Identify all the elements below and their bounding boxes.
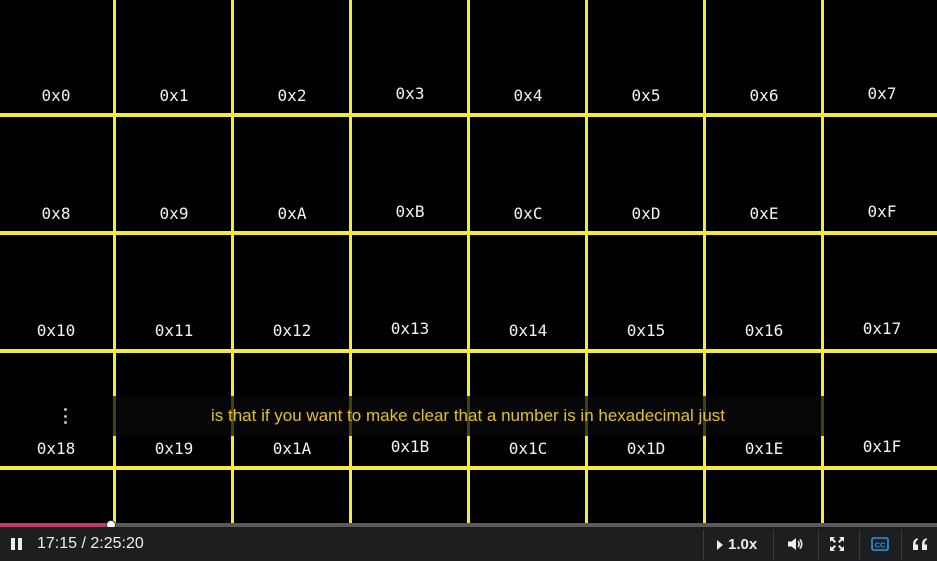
grid-line-vertical	[467, 0, 470, 523]
divider	[901, 530, 902, 560]
hex-cell-label: 0x5	[631, 86, 661, 105]
playback-speed-button[interactable]: 1.0x	[717, 536, 757, 553]
grid-line-vertical	[585, 0, 588, 523]
fullscreen-icon[interactable]	[828, 535, 846, 553]
volume-icon[interactable]	[786, 535, 804, 553]
progress-fill	[0, 523, 111, 527]
hex-cell-label: 0xA	[277, 204, 307, 223]
hex-cell-label: 0x1B	[390, 437, 430, 456]
hex-cell-label: 0x1	[159, 86, 189, 105]
hex-cell-label: 0x18	[36, 439, 76, 458]
caption-background	[112, 396, 824, 436]
pause-icon[interactable]	[11, 538, 23, 550]
hex-cell-label: 0x3	[395, 84, 425, 103]
svg-text:CC: CC	[875, 540, 886, 549]
hex-cell-label: 0x17	[862, 319, 902, 338]
hex-cell-label: 0x13	[390, 319, 430, 338]
player-controls: 17:15 / 2:25:20 1.0x CC	[0, 527, 937, 561]
hex-cell-label: 0xF	[867, 202, 897, 221]
hex-cell-label: 0x12	[272, 321, 312, 340]
hex-cell-label: 0xD	[631, 204, 661, 223]
speed-label: 1.0x	[728, 536, 758, 553]
grid-line-vertical	[821, 0, 824, 523]
hex-cell-label: 0x1F	[862, 437, 902, 456]
hex-cell-label: 0x1A	[272, 439, 312, 458]
play-triangle-icon	[717, 539, 723, 550]
hex-cell-label: 0x15	[626, 321, 666, 340]
hex-cell-label: 0xB	[395, 202, 425, 221]
grid-line-vertical	[703, 0, 706, 523]
grid-line-vertical	[349, 0, 352, 523]
hex-cell-label: 0x2	[277, 86, 307, 105]
hex-cell-label: 0x19	[154, 439, 194, 458]
caption-text: is that if you want to make clear that a…	[210, 406, 726, 425]
hex-cell-label: 0x10	[36, 321, 76, 340]
divider	[818, 530, 819, 560]
hex-cell-label: 0x16	[744, 321, 784, 340]
hex-cell-label: 0x7	[867, 84, 897, 103]
hex-cell-label: 0x9	[159, 204, 189, 223]
time-display: 17:15 / 2:25:20	[37, 535, 144, 552]
hex-cell-label: 0x0	[41, 86, 71, 105]
hex-cell-label: 0xC	[513, 204, 543, 223]
hex-cell-label: 0x4	[513, 86, 543, 105]
divider	[859, 530, 860, 560]
grid-line-vertical	[113, 0, 116, 523]
quote-icon[interactable]	[912, 535, 930, 553]
hex-cell-label: 0x8	[41, 204, 71, 223]
hex-cell-label: 0x1D	[626, 439, 666, 458]
grid-line-vertical	[231, 0, 234, 523]
hex-cell-label: 0x14	[508, 321, 548, 340]
divider	[773, 530, 774, 560]
video-frame[interactable]: 0x0 0x1 0x2 0x3 0x4 0x5 0x6 0x7 0x8 0x9 0xA 0xB 0xC 0…	[0, 0, 937, 523]
closed-captions-icon[interactable]: CC	[871, 535, 889, 553]
hex-cell-label: 0xE	[749, 204, 779, 223]
divider	[703, 530, 704, 560]
hex-cell-label: 0x1E	[744, 439, 784, 458]
hex-cell-label: 0x11	[154, 321, 194, 340]
hex-cell-label: 0x1C	[508, 439, 548, 458]
caption-drag-handle-icon[interactable]	[62, 408, 68, 424]
hex-cell-label: 0x6	[749, 86, 779, 105]
